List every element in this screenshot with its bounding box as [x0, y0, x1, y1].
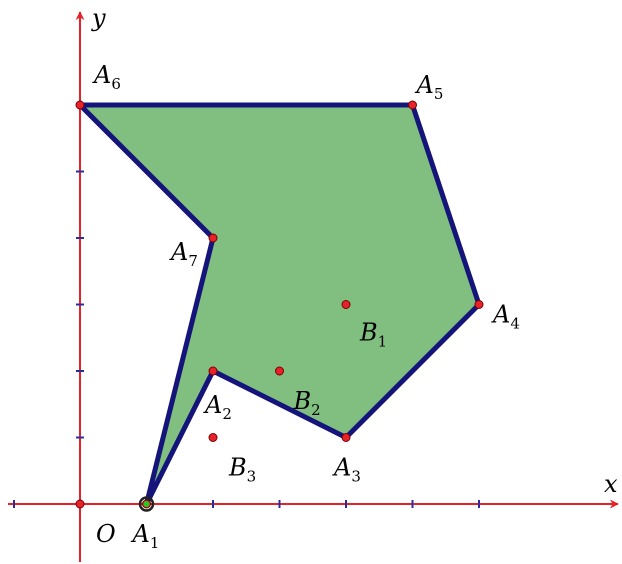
label-A7-letter: A	[169, 238, 188, 266]
label-A4: A4	[491, 301, 520, 333]
label-A3-letter: A	[332, 454, 351, 482]
label-A3-subscript: 3	[351, 468, 361, 486]
label-B3-letter: B	[228, 454, 247, 482]
label-B1: B1	[359, 319, 387, 351]
axis-ticks	[13, 104, 480, 508]
vertex-A2	[208, 366, 218, 376]
label-B2-subscript: 2	[311, 401, 321, 419]
label-A5: A5	[415, 71, 444, 103]
label-A2-subscript: 2	[222, 405, 232, 423]
polygon-A1-A7	[77, 102, 482, 507]
label-A3: A3	[332, 454, 361, 486]
label-B2-letter: B	[293, 387, 312, 415]
label-B1-letter: B	[359, 319, 378, 347]
label-A6-subscript: 6	[111, 75, 121, 93]
label-A6: A6	[92, 61, 121, 93]
label-A4-letter: A	[491, 301, 510, 329]
vertex-A6	[75, 100, 85, 110]
vertex-A4	[474, 300, 484, 309]
vertex-A7	[208, 233, 218, 243]
label-A2-letter: A	[203, 391, 222, 419]
label-A6-letter: A	[92, 61, 111, 89]
point-B3	[208, 433, 218, 442]
origin-label: O	[96, 520, 116, 548]
points-layer	[75, 100, 484, 512]
vertex-A3	[341, 433, 351, 442]
x-axis-label: x	[604, 470, 618, 498]
label-A1: A1	[131, 520, 160, 552]
label-B3: B3	[228, 454, 256, 486]
label-A7: A7	[169, 238, 198, 270]
point-B1	[341, 300, 351, 309]
vertex-A1-highlight	[143, 501, 150, 507]
point-B2	[275, 366, 284, 376]
origin-point	[75, 499, 85, 509]
label-A1-letter: A	[131, 520, 150, 548]
label-B3-subscript: 3	[247, 468, 257, 486]
label-B1-subscript: 1	[378, 333, 388, 351]
label-A5-subscript: 5	[434, 85, 444, 103]
vertex-A5	[408, 100, 417, 110]
label-A2: A2	[203, 391, 232, 423]
y-axis-label: y	[91, 4, 106, 32]
vertex-A1-ring	[138, 496, 155, 512]
label-A7-subscript: 7	[188, 252, 198, 270]
label-A4-subscript: 4	[510, 315, 520, 333]
label-A5-letter: A	[415, 71, 434, 99]
label-A1-subscript: 1	[150, 534, 160, 552]
label-B2: B2	[293, 387, 321, 419]
